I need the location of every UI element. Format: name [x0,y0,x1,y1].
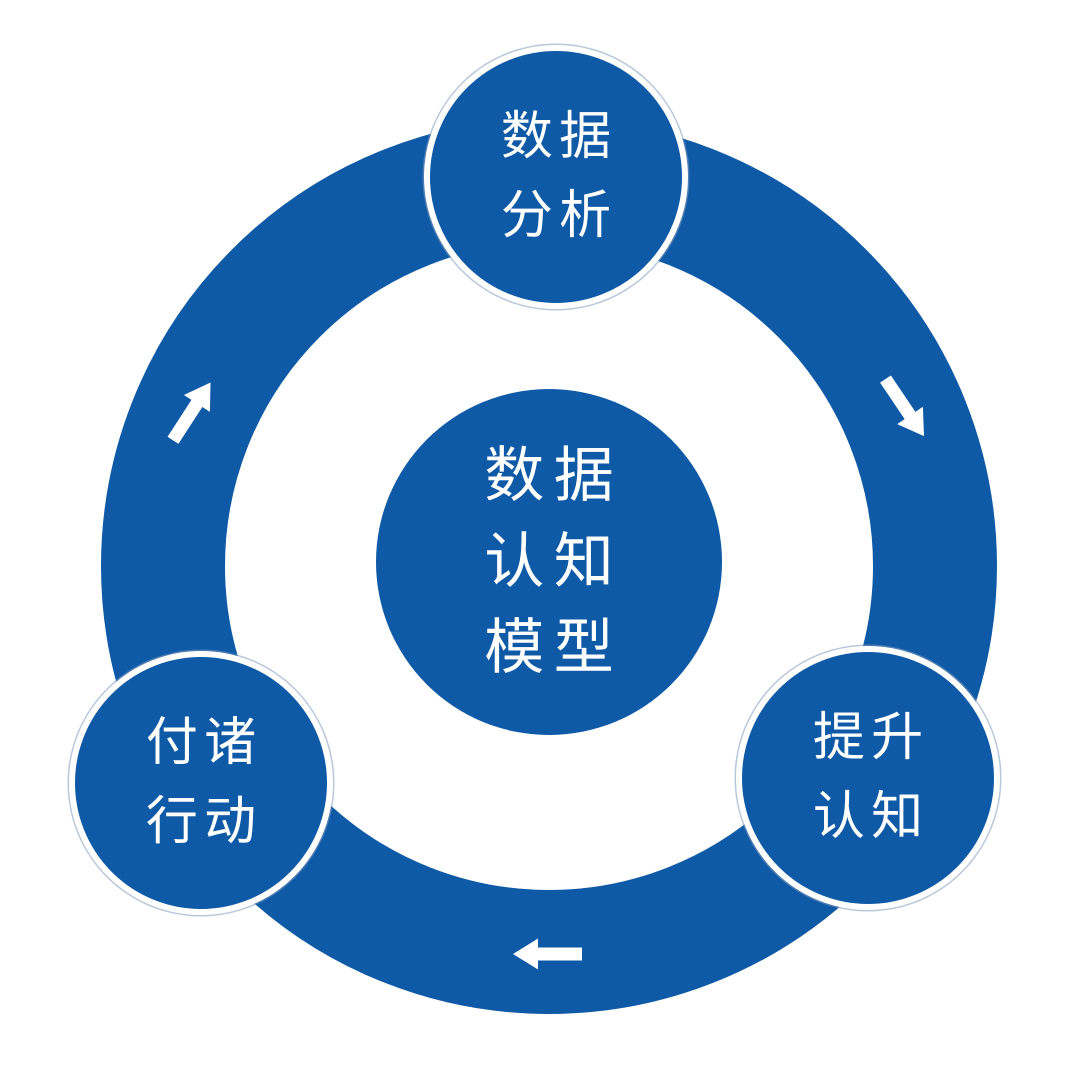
node-label-line: 提升 [812,709,930,767]
node-data-analysis: 数据 分析 [424,45,688,309]
center-node-label-line: 模型 [484,614,624,681]
center-node-label-line: 认知 [484,528,624,595]
center-node-label-line: 数据 [484,442,624,509]
node-label-line: 数据 [500,108,618,166]
clockwise-arrow-upper-left-icon [160,373,225,449]
node-label-line: 行动 [145,793,263,851]
node-label-line: 分析 [500,187,618,245]
clockwise-arrow-bottom-icon [512,938,582,970]
node-label-line: 认知 [812,788,930,846]
center-node-data-cognition-model: 数据 认知 模型 [376,389,722,735]
node-take-action: 付诸 行动 [69,651,333,915]
node-improve-cognition: 提升 认知 [736,646,1000,910]
clockwise-arrow-right-icon [872,370,938,446]
node-label-line: 付诸 [145,714,263,772]
